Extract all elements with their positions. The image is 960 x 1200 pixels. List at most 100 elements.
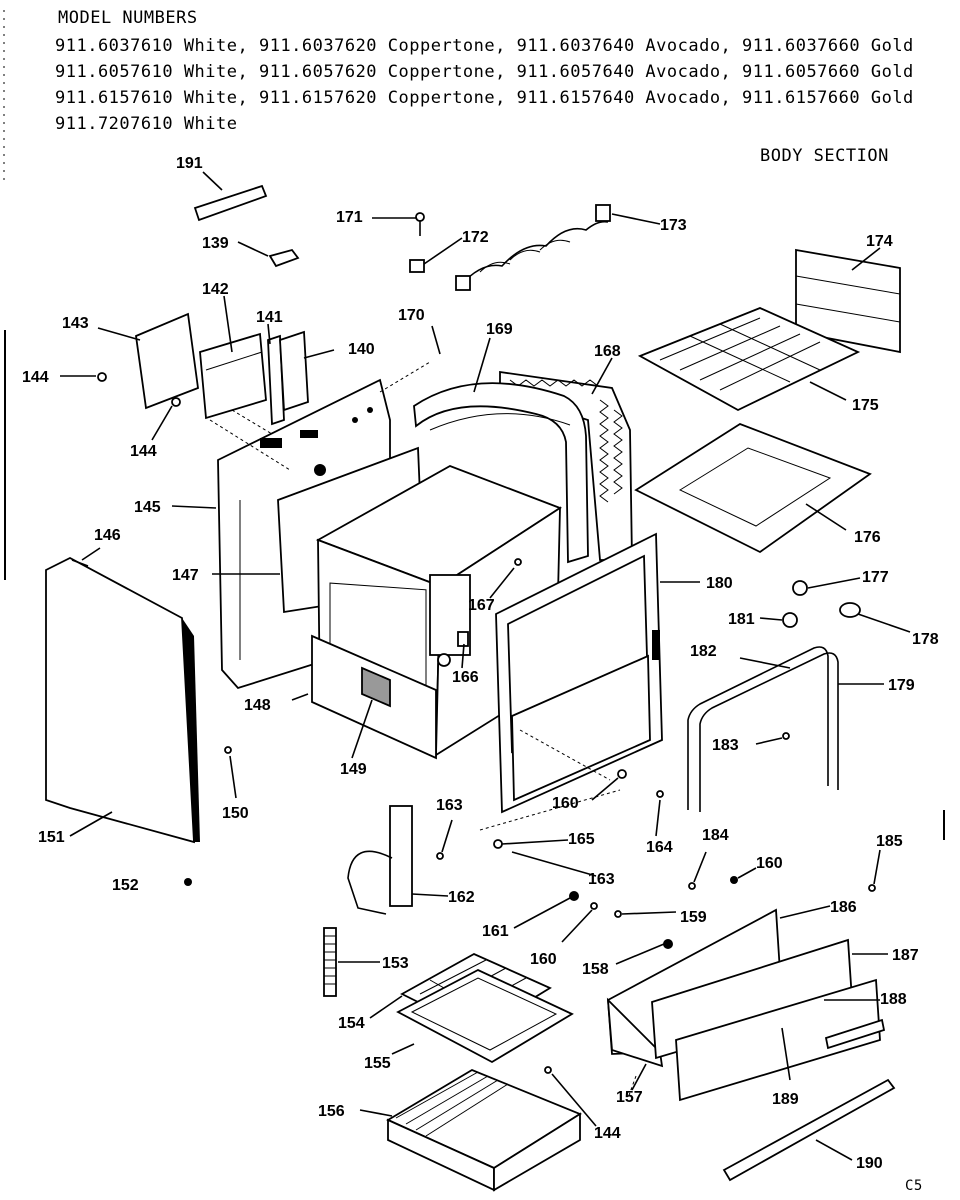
part-150-screw	[224, 746, 232, 754]
callout-144-top: 144	[22, 369, 49, 386]
leader-lines	[60, 171, 911, 1161]
callout-147: 147	[172, 567, 199, 584]
part-172-clamp	[409, 259, 425, 273]
part-173-power-cord	[455, 204, 611, 291]
callout-149: 149	[340, 761, 367, 778]
callout-146: 146	[94, 527, 121, 544]
model-row: 911.6057610 White, 911.6057620 Copperton…	[55, 62, 914, 82]
model-row: 911.6037610 White, 911.6037620 Copperton…	[55, 36, 914, 56]
callout-165: 165	[568, 831, 595, 848]
part-140-plate	[279, 330, 309, 412]
callout-171: 171	[336, 209, 363, 226]
callout-154: 154	[338, 1015, 365, 1032]
part-178-bulb	[839, 602, 861, 618]
callout-151: 151	[38, 829, 65, 846]
callout-155: 155	[364, 1055, 391, 1072]
part-171-screw	[415, 212, 425, 236]
callout-142: 142	[202, 281, 229, 298]
callout-144-left: 144	[130, 443, 157, 460]
section-title: BODY SECTION	[760, 146, 889, 166]
callout-164: 164	[646, 839, 673, 856]
callout-144-bottom: 144	[594, 1125, 621, 1142]
callout-170: 170	[398, 307, 425, 324]
callout-159: 159	[680, 909, 707, 926]
part-177-socket	[792, 580, 808, 596]
callout-166: 166	[452, 669, 479, 686]
callout-184: 184	[702, 827, 729, 844]
callout-185: 185	[876, 833, 903, 850]
part-162-hinge	[347, 805, 413, 915]
callout-140: 140	[348, 341, 375, 358]
part-188-glass	[675, 978, 881, 1102]
callout-182: 182	[690, 643, 717, 660]
callout-139: 139	[202, 235, 229, 252]
callout-181: 181	[728, 611, 755, 628]
callout-172: 172	[462, 229, 489, 246]
callout-177: 177	[862, 569, 889, 586]
part-176-drip-tray	[634, 422, 872, 554]
callout-174: 174	[866, 233, 893, 250]
part-167-screw	[514, 558, 522, 566]
part-153-spring	[323, 927, 337, 997]
callout-187: 187	[892, 947, 919, 964]
part-144-screw	[97, 372, 181, 407]
callout-183: 183	[712, 737, 739, 754]
part-142-bracket	[199, 332, 267, 420]
callout-160-upper: 160	[552, 795, 579, 812]
callout-168: 168	[594, 343, 621, 360]
part-152-foot	[184, 878, 192, 886]
callout-153: 153	[382, 955, 409, 972]
part-166-bracket	[457, 631, 469, 647]
callout-190: 190	[856, 1155, 883, 1172]
callout-labels: 191 139 171 172 173 174 143 142 141 140 …	[22, 155, 939, 1172]
callout-156: 156	[318, 1103, 345, 1120]
part-141-strap	[267, 334, 285, 426]
part-180-front-frame	[495, 532, 663, 814]
callout-160-lower: 160	[530, 951, 557, 968]
callout-191: 191	[176, 155, 203, 172]
callout-152: 152	[112, 877, 139, 894]
callout-178: 178	[912, 631, 939, 648]
callout-163-upper: 163	[436, 797, 463, 814]
diagram-title: MODEL NUMBERS	[58, 8, 198, 28]
part-189-trim	[824, 1018, 886, 1050]
model-row: 911.6157610 White, 911.6157620 Copperton…	[55, 88, 914, 108]
callout-158: 158	[582, 961, 609, 978]
model-row: 911.7207610 White	[55, 114, 238, 134]
part-169-oven-wrap	[413, 382, 589, 564]
part-156-drawer	[386, 1068, 582, 1192]
part-151-side-panel	[45, 556, 200, 844]
callout-179: 179	[888, 677, 915, 694]
part-183-screw	[782, 732, 790, 740]
callout-176: 176	[854, 529, 881, 546]
callout-141: 141	[256, 309, 283, 326]
part-181-knob	[782, 612, 798, 628]
page-code: C5	[905, 1178, 923, 1194]
part-175-rack	[637, 307, 861, 412]
callout-148: 148	[244, 697, 271, 714]
callout-162: 162	[448, 889, 475, 906]
callout-169: 169	[486, 321, 513, 338]
callout-157: 157	[616, 1089, 643, 1106]
callout-175: 175	[852, 397, 879, 414]
callout-186: 186	[830, 899, 857, 916]
part-191-bracket	[193, 184, 268, 222]
part-139-clip	[268, 248, 300, 268]
scan-edge-marks	[3, 10, 945, 840]
part-186-door-frame	[606, 908, 781, 1068]
callout-150: 150	[222, 805, 249, 822]
callout-145: 145	[134, 499, 161, 516]
callout-143: 143	[62, 315, 89, 332]
callout-173: 173	[660, 217, 687, 234]
callout-163-lower: 163	[588, 871, 615, 888]
callout-160-right: 160	[756, 855, 783, 872]
part-149-access-cover	[361, 666, 391, 708]
part-190-rail	[722, 1078, 896, 1182]
callout-161: 161	[482, 923, 509, 940]
callout-180: 180	[706, 575, 733, 592]
part-182-gasket	[687, 646, 829, 810]
callout-188: 188	[880, 991, 907, 1008]
callout-189: 189	[772, 1091, 799, 1108]
callout-167: 167	[468, 597, 495, 614]
